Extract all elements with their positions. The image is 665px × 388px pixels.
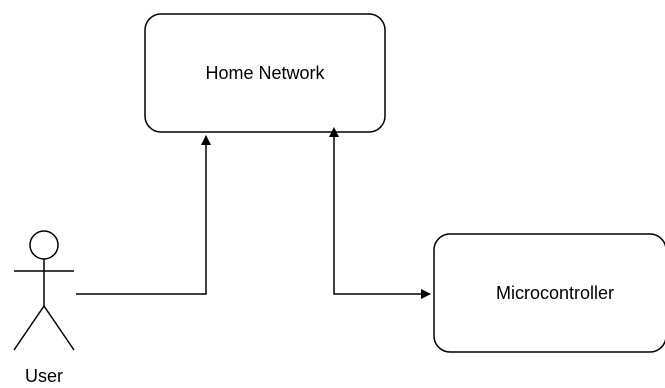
connector-home-network-to-microcontroller — [329, 127, 431, 299]
microcontroller-label: Microcontroller — [496, 283, 614, 303]
home-network-node[interactable]: Home Network — [144, 13, 386, 133]
stick-figure-icon — [13, 230, 75, 351]
connector-user-to-home-network — [76, 135, 211, 295]
user-actor[interactable]: User — [13, 230, 75, 386]
microcontroller-box — [433, 233, 665, 353]
home-network-label: Home Network — [205, 63, 325, 83]
home-network-box — [144, 13, 386, 133]
user-label: User — [25, 366, 63, 386]
microcontroller-node[interactable]: Microcontroller — [433, 233, 665, 353]
